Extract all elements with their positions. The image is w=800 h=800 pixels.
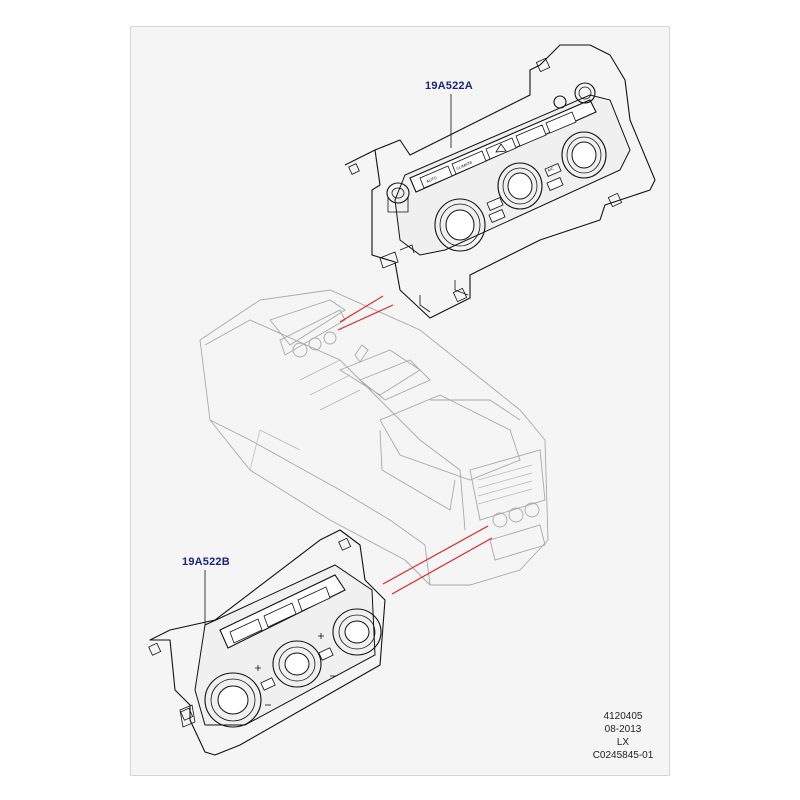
rear-left-plus-icon [255, 665, 261, 671]
info-line-1: 4120405 [603, 711, 643, 722]
front-auto-button[interactable] [419, 165, 453, 189]
front-left-rotary-knob[interactable] [386, 182, 410, 204]
front-left-temperature-dial[interactable] [434, 198, 486, 252]
center-console-ghost [199, 289, 549, 586]
red-leader-rear-2 [391, 537, 493, 595]
front-ac-label: A/C [546, 166, 554, 173]
front-climate-button[interactable] [451, 150, 487, 175]
front-volume-knob[interactable] [574, 82, 596, 104]
rear-left-temperature-dial[interactable] [204, 672, 262, 728]
front-center-fan-dial[interactable] [497, 162, 543, 210]
front-recirc-button[interactable] [546, 177, 564, 191]
front-defrost-button[interactable] [488, 209, 506, 223]
front-auto-label: AUTO [425, 175, 437, 184]
front-climate-control-unit: AUTO CLIMATE A/C [344, 44, 656, 319]
rear-seat-left-button[interactable] [229, 618, 263, 644]
rear-center-fan-dial[interactable] [272, 640, 322, 688]
red-leader-rear-1 [382, 525, 489, 585]
rear-mode-button[interactable] [263, 602, 297, 628]
drawing-info-block: 4120405 08-2013 LX C0245845-01 [580, 710, 666, 762]
front-mode-button[interactable] [545, 111, 577, 134]
callout-front-unit: 19A522A [425, 80, 473, 92]
front-right-temperature-dial[interactable] [561, 131, 607, 179]
front-climate-label: CLIMATE [455, 160, 473, 171]
rear-right-plus-icon [318, 633, 324, 639]
front-ac-button[interactable] [544, 163, 562, 177]
rear-seat-heat-left-button[interactable] [260, 677, 276, 691]
callout-rear-unit: 19A522B [182, 556, 230, 568]
rear-seat-right-button[interactable] [297, 586, 331, 612]
red-leader-front-1 [339, 295, 384, 323]
rear-right-temperature-dial[interactable] [332, 608, 382, 656]
front-hazard-button[interactable] [485, 137, 517, 160]
front-seat-heat-left-button[interactable] [486, 197, 504, 211]
red-leader-front-2 [337, 304, 394, 331]
rear-climate-control-unit [148, 529, 386, 756]
front-seat-button[interactable] [515, 124, 547, 147]
info-line-2: 08-2013 [604, 724, 642, 735]
rear-seat-heat-right-button[interactable] [318, 647, 334, 661]
info-line-3: LX [616, 737, 630, 748]
info-line-4: C0245845-01 [592, 750, 654, 761]
front-hazard-icon [495, 143, 507, 153]
